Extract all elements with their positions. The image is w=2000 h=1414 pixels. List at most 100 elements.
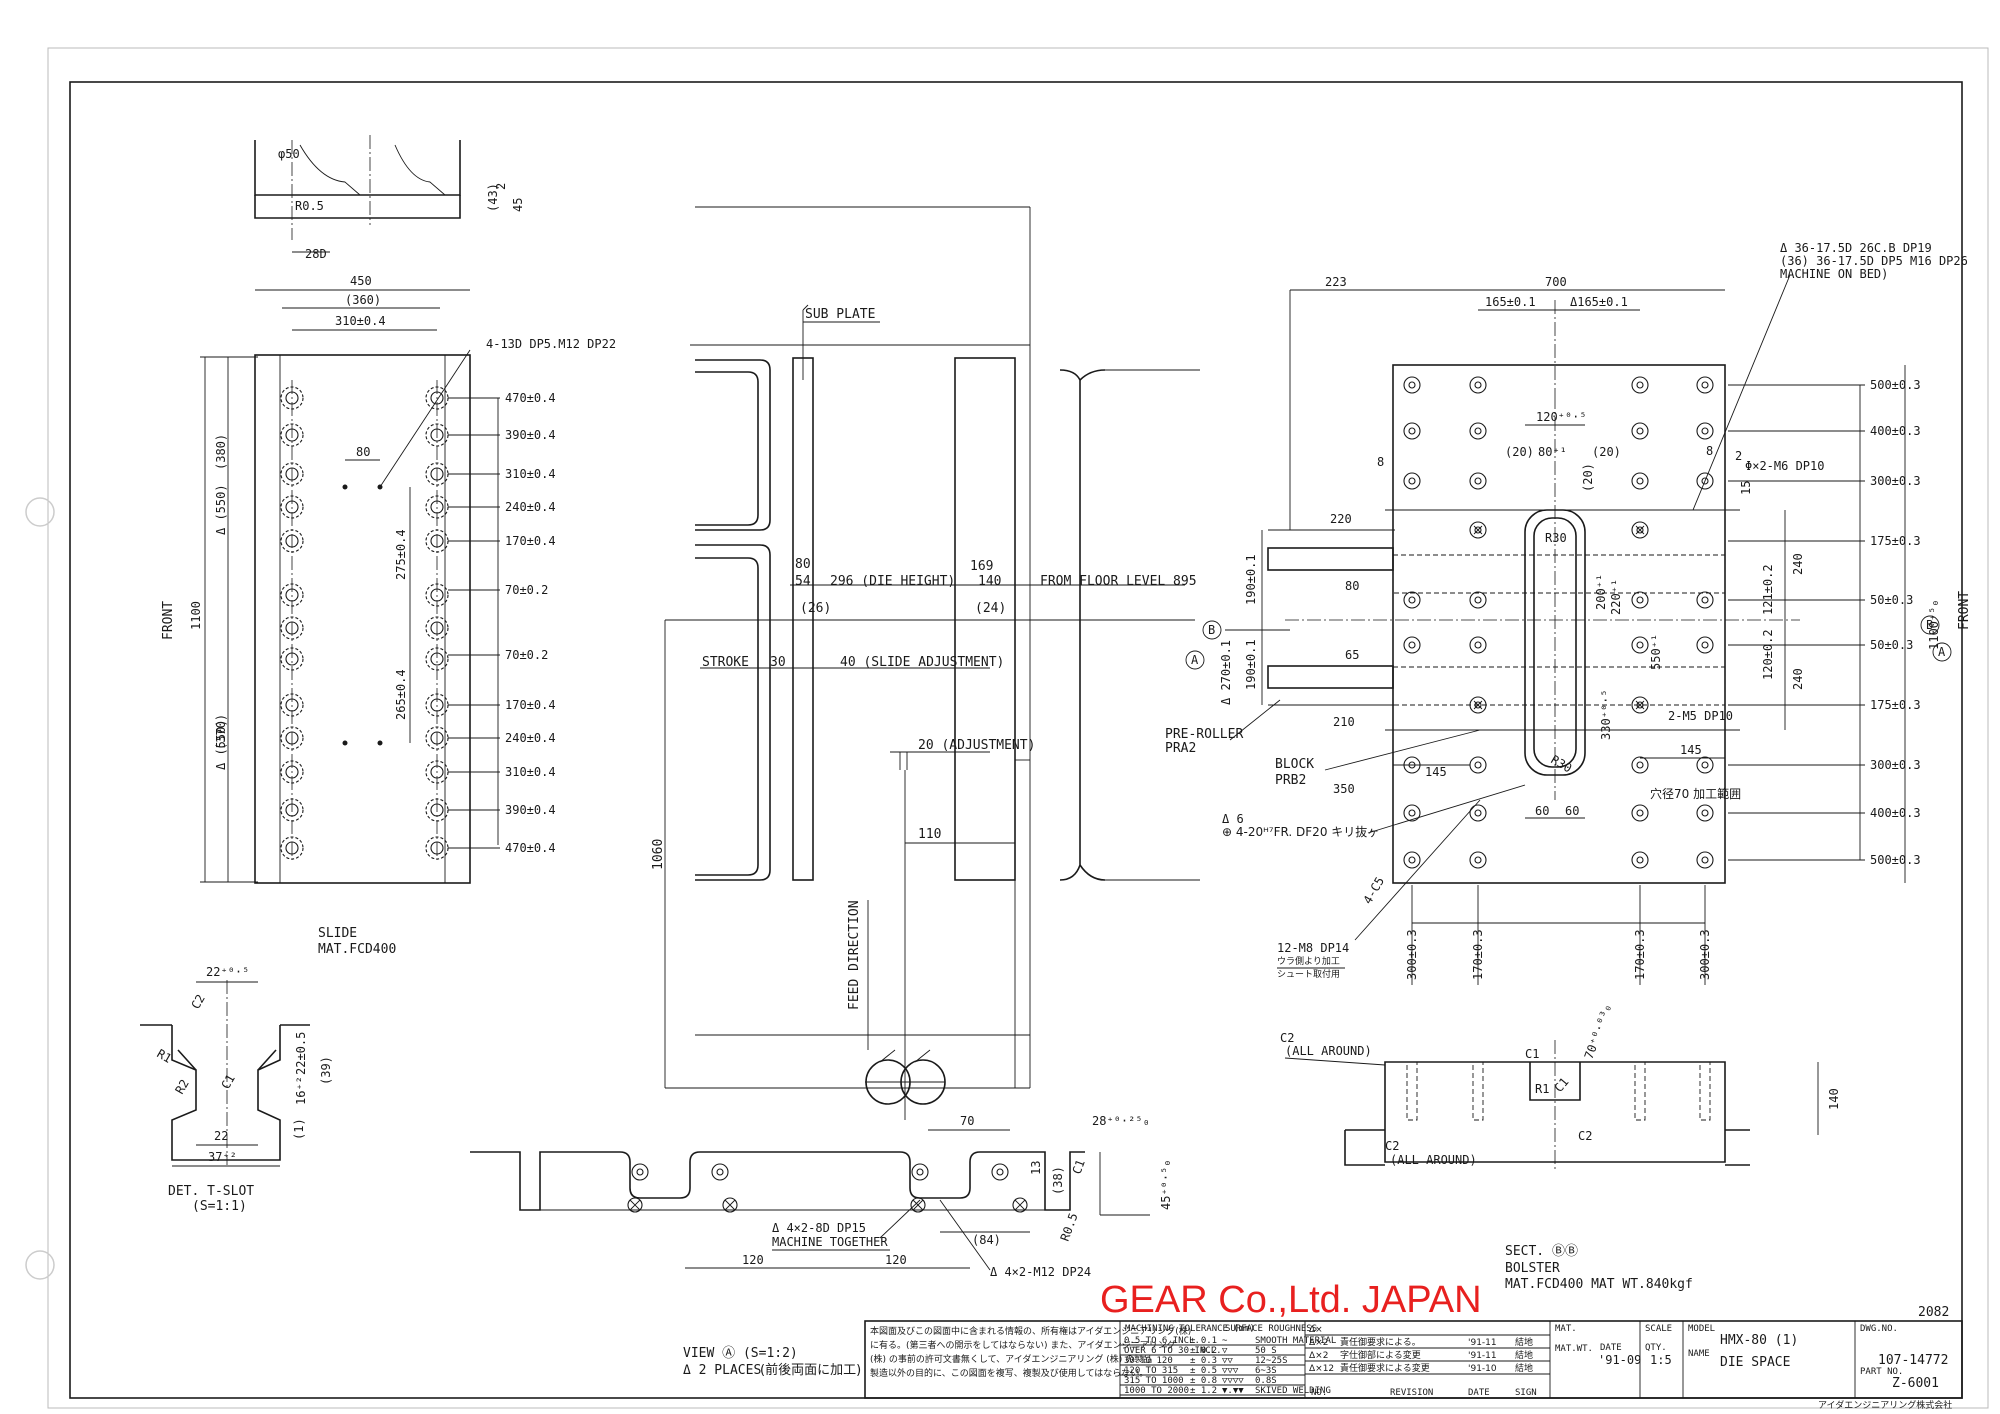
dim-tslot-39: (39)	[319, 1056, 333, 1085]
label-pra2: PRA2	[1165, 741, 1196, 756]
bolster-hole-outer	[1696, 756, 1714, 774]
bolster-dim-145b: 145	[1680, 743, 1702, 757]
slide-top-detail: φ50 R0.5 2 (43) 45 28D	[254, 135, 525, 261]
tolerance-cell: ± 0.2	[1190, 1346, 1217, 1356]
bolster-hole-outer	[1469, 696, 1487, 714]
tolerance-cell: 6~3S	[1255, 1366, 1277, 1376]
view-a-holes: Δ 4×2-8D DP15	[772, 1221, 866, 1235]
bolster-hole-outer	[1631, 472, 1649, 490]
tolerance-cell: ~	[1222, 1336, 1228, 1346]
tolerance-cell: ▽▽▽	[1222, 1366, 1239, 1376]
bolster-hole-outer	[1696, 422, 1714, 440]
section-stud	[1699, 1061, 1711, 1121]
dim-550b: Δ (550)	[214, 719, 228, 770]
dim-die-height: 296 (DIE HEIGHT)	[830, 574, 955, 589]
tslot-r2: R2	[172, 1077, 191, 1097]
bolster-hole-inner	[1474, 526, 1482, 534]
tolerance-cell: 30 TO 120	[1124, 1356, 1173, 1366]
dim-45: 45	[511, 198, 525, 212]
bolster-dim-2: 2	[1735, 449, 1742, 463]
bolster-dim-1100: 1100⁺⁵₀	[1927, 599, 1941, 650]
tolerance-cell: ± 0.8	[1190, 1376, 1217, 1386]
bolster-hole-inner	[1701, 761, 1709, 769]
slide-dim-value: 240±0.4	[505, 731, 556, 745]
view-a-dim-84: (84)	[972, 1233, 1001, 1247]
bolster-hole-outer	[1469, 521, 1487, 539]
slide-dim-value: 470±0.4	[505, 841, 556, 855]
bolster-m8-note2: シュート取付用	[1277, 969, 1340, 980]
section-title: SECT. ⒷⒷ	[1505, 1244, 1578, 1259]
view-a-dim-70: 70	[960, 1114, 974, 1128]
label-block: BLOCK	[1275, 757, 1314, 772]
bolster-hole-outer	[1631, 756, 1649, 774]
scale-value: 1:5	[1650, 1353, 1672, 1367]
bolster-dim-20c: (20)	[1581, 463, 1595, 492]
date-label: DATE	[1600, 1343, 1622, 1353]
center-elevation: SUB PLATE 80 169 54 296 (DIE HEIGHT) 140…	[651, 206, 1200, 1120]
slide-name: SLIDE	[318, 926, 357, 941]
bolster-hole-outer	[1631, 804, 1649, 822]
bolster-hole-inner	[1701, 856, 1709, 864]
col-date: DATE	[1468, 1388, 1490, 1398]
bolster-holes	[1403, 376, 1714, 869]
bolster-hole70: 穴径70 加工範囲	[1650, 786, 1741, 801]
tolerance-cell: OVER 6 TO 30 INCL.	[1124, 1346, 1222, 1356]
model-label: MODEL	[1688, 1324, 1715, 1334]
tol-header: MACHINING TOLERANCE (mm)	[1125, 1324, 1255, 1334]
bolster-hole-inner	[1408, 856, 1416, 864]
bolster-dim-60a: 60	[1535, 804, 1549, 818]
bolster-callout-1: Δ 36-17.5D 26C.B DP19	[1780, 241, 1932, 255]
slide-dim-value: 240±0.4	[505, 500, 556, 514]
tslot-c1: C1	[218, 1072, 237, 1092]
label-front-left: FRONT	[161, 601, 176, 640]
bolster-dim-120v: 120±0.2	[1761, 629, 1775, 680]
dim-center-54: 54	[795, 574, 811, 589]
section-c1b: C1	[1552, 1075, 1572, 1095]
bolster-hole-inner	[1474, 477, 1482, 485]
bolster-dim-60b: 60	[1565, 804, 1579, 818]
slide-dim-value: 390±0.4	[505, 803, 556, 817]
bolster-hole-inner	[1701, 477, 1709, 485]
section-c1a: C1	[1525, 1047, 1539, 1061]
bolster-hole-inner	[1636, 761, 1644, 769]
revision-sign: 結地	[1515, 1336, 1533, 1348]
dim-floor-level: FROM FLOOR LEVEL 895	[1040, 574, 1197, 589]
tolerance-cell: 0.5 TO 6 INCL.	[1124, 1336, 1200, 1346]
punch-hole	[25, 497, 55, 527]
bolster-dim-value: 50±0.3	[1870, 638, 1913, 652]
bolster-hole-cross	[1635, 700, 1645, 710]
label-stroke: STROKE	[702, 655, 749, 670]
view-a-dim-120a: 120	[742, 1253, 764, 1267]
bolster-right-dimensions: 500±0.3400±0.3300±0.3175±0.350±0.350±0.3…	[1728, 378, 1921, 867]
section-mark-a-left: A	[1191, 653, 1199, 667]
bolster-hole-inner	[1474, 856, 1482, 864]
section-dim-140: 140	[1827, 1088, 1841, 1110]
bolster-hole-inner	[1636, 526, 1644, 534]
punch-hole	[25, 1250, 55, 1280]
bolster-bottom-value: 170±0.3	[1633, 929, 1647, 980]
bolster-hole-inner	[1636, 427, 1644, 435]
title-block-note-line: (株) の事前の許可文書無くして、アイダエンジニアリング (株) の製品	[870, 1353, 1152, 1365]
dim-tslot-22b: 22±0.5	[294, 1032, 308, 1075]
section-dim-70: 70⁺⁰·⁰³₀	[1582, 1002, 1615, 1061]
section-mark-b-left: B	[1208, 623, 1215, 637]
bolster-callout-3: MACHINE ON BED)	[1780, 267, 1888, 281]
qty-label: QTY.	[1645, 1343, 1667, 1353]
col-revision: REVISION	[1390, 1388, 1433, 1398]
bolster-hole-inner	[1474, 596, 1482, 604]
bolster-dim-145a: 145	[1425, 765, 1447, 779]
bolster-dim-20a: (20)	[1505, 445, 1534, 459]
view-a-dim-28: 28⁺⁰·²⁵₀	[1092, 1114, 1150, 1128]
bolster-hole-outer	[1631, 521, 1649, 539]
label-pre-roller: PRE-ROLLER	[1165, 727, 1243, 742]
bolster-callout-2: (36) 36-17.5D DP5 M16 DP26	[1780, 254, 1968, 268]
revision-cell: Δ×2	[1309, 1338, 1328, 1348]
bolster-bottom-value: 300±0.3	[1405, 929, 1419, 980]
dim-tslot-16: 16⁺²	[294, 1076, 308, 1105]
revision-cell: Δ×	[1309, 1325, 1323, 1335]
section-stud	[1472, 1061, 1484, 1121]
bolster-hole-outer	[1631, 591, 1649, 609]
tolerance-cell: ▽▽▽▽	[1222, 1376, 1244, 1386]
dim-tslot-37: 37⁺²	[208, 1150, 237, 1164]
